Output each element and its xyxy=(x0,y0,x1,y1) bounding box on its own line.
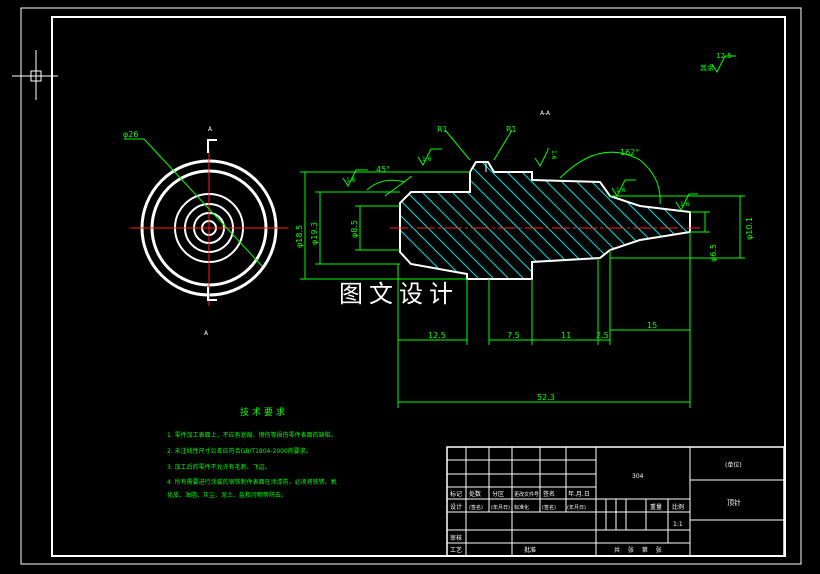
end-view xyxy=(124,138,288,306)
tb-design-date: (年月日) xyxy=(491,504,510,511)
tb-header-date: 年.月.日 xyxy=(568,490,590,498)
dimension-texts: 45° 162° R1 R1 12.5 7.5 11 2.5 15 52.3 1… xyxy=(295,52,754,402)
dim-r1-left: R1 xyxy=(437,125,448,134)
dim-15: 15 xyxy=(647,321,657,330)
note-line-4: 4. 所有需要进行涂装的钢铁制件表面在涂漆前，必须将铁锈、氧 xyxy=(167,478,337,486)
dim-angle45: 45° xyxy=(376,165,390,174)
rough-d: 1.6 xyxy=(680,201,690,208)
tb-review: 审核 xyxy=(450,534,462,542)
rough-b: 1.6 xyxy=(422,156,432,163)
tb-sheets: 共 张 第 张 xyxy=(614,546,665,554)
title-block xyxy=(446,446,785,557)
dim-r1-right: R1 xyxy=(506,125,517,134)
tb-standard: 标准化 xyxy=(514,504,529,511)
tb-header-count: 处数 xyxy=(469,490,481,498)
tb-scale-value: 1:1 xyxy=(673,521,683,528)
dim-2-5: 2.5 xyxy=(596,331,609,340)
dimension-lines xyxy=(300,55,745,408)
dim-11: 11 xyxy=(561,331,571,340)
tb-header-docno: 更改文件号 xyxy=(514,491,539,498)
roughness-note: 其余 xyxy=(700,63,714,72)
section-title: A-A xyxy=(540,110,551,117)
dim-phi6-5: φ6.5 xyxy=(709,244,718,262)
note-line-1: 1. 零件加工表面上，不应有划痕、擦伤等损伤零件表面的缺陷。 xyxy=(167,431,337,439)
dim-angle162: 162° xyxy=(620,148,639,157)
dim-phi18-5: φ18.5 xyxy=(295,225,304,248)
rough-e: 1.6 xyxy=(550,150,557,160)
dim-12-5: 12.5 xyxy=(428,331,446,340)
part-outline xyxy=(399,161,691,280)
tb-header-zone: 分区 xyxy=(492,490,504,498)
tb-scale-label: 比例 xyxy=(672,503,684,511)
part-name-text: 顶针 xyxy=(727,498,741,507)
material-text: 304 xyxy=(632,473,644,480)
tb-standard-date: (年月日) xyxy=(567,504,586,511)
note-line-2: 2. 未注线性尺寸公差应符合GB/T1804-2000的要求。 xyxy=(167,447,312,455)
tb-standard-sign: (签名) xyxy=(542,504,556,511)
dim-52-3: 52.3 xyxy=(537,393,555,402)
dim-phi19-3: φ19.3 xyxy=(310,222,319,245)
tb-approve: 批准 xyxy=(524,546,536,554)
section-mark-bottom: A xyxy=(204,330,209,337)
unit-text: (单位) xyxy=(725,461,742,469)
rough-a: 1.6 xyxy=(346,177,356,184)
crosshair-cursor xyxy=(12,50,58,100)
tb-design-sign: (签名) xyxy=(469,504,483,511)
dim-phi26: φ26 xyxy=(123,130,138,139)
tb-header-mark: 标记 xyxy=(450,490,462,498)
notes-title: 技术要求 xyxy=(240,406,288,418)
roughness-value: 12.5 xyxy=(716,52,732,60)
outer-frame xyxy=(20,7,802,565)
tb-weight: 重量 xyxy=(650,503,662,511)
dim-phi10-1: φ10.1 xyxy=(745,217,754,240)
inner-frame xyxy=(51,16,786,557)
tb-process: 工艺 xyxy=(450,546,462,554)
watermark-text: 图文设计 xyxy=(339,280,459,308)
dim-phi8-5: φ8.5 xyxy=(350,220,359,238)
tb-header-sign: 签名 xyxy=(543,490,555,498)
note-line-3: 3. 加工后的零件不允许有毛刺、飞边。 xyxy=(167,463,271,471)
tb-design: 设计 xyxy=(450,503,462,511)
dim-7-5: 7.5 xyxy=(507,331,520,340)
rough-c: 1.6 xyxy=(616,187,626,194)
section-mark-top: A xyxy=(208,126,213,133)
title-block-texts: 304 (单位) 顶针 标记 处数 分区 更改文件号 签名 年.月.日 设计 (… xyxy=(450,461,742,554)
notes-list: 1. 零件加工表面上，不应有划痕、擦伤等损伤零件表面的缺陷。 2. 未注线性尺寸… xyxy=(167,431,337,499)
note-line-5: 化皮、油脂、灰尘、泥土、盐和污物等除去。 xyxy=(167,491,287,499)
